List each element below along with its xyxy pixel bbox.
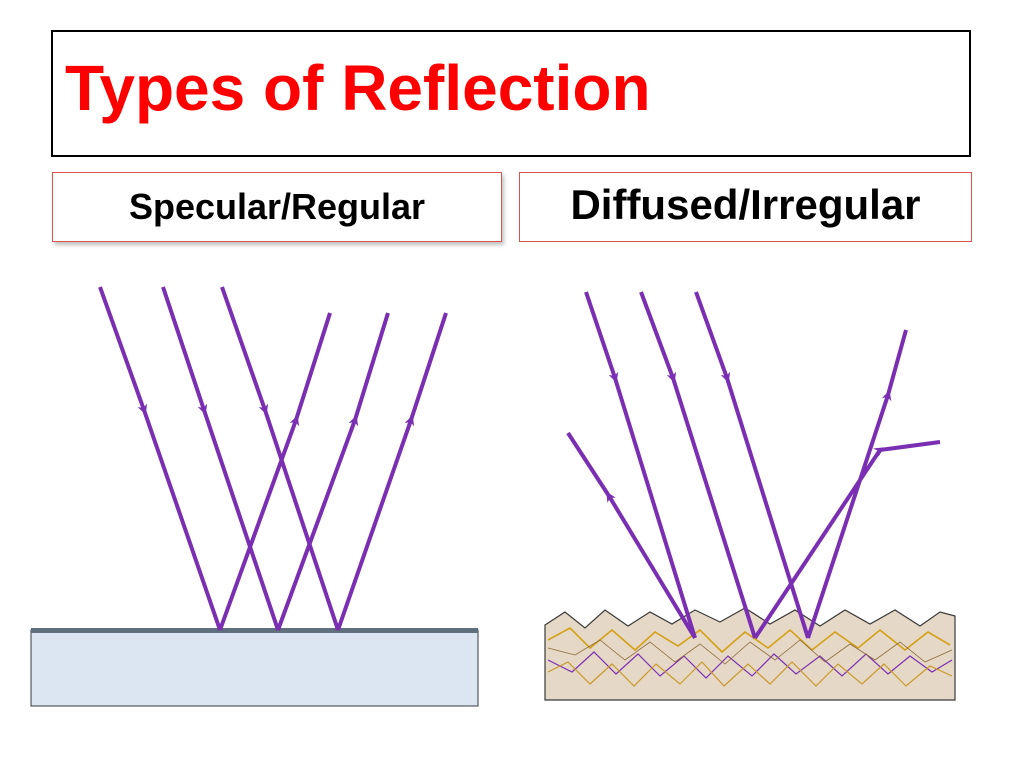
diffuse-reflected-ray-1 (566, 431, 697, 640)
diffuse-incident-ray-1 (584, 291, 697, 639)
specular-reflected-ray-3 (336, 312, 448, 631)
specular-incident-ray-3 (220, 286, 340, 631)
slide-title: Types of Reflection (65, 52, 651, 124)
specular-label: Specular/Regular (52, 172, 502, 242)
rough-surface (544, 607, 956, 701)
diffuse-incident-ray-2 (639, 291, 757, 639)
rough-texture-line-1 (547, 627, 951, 654)
specular-reflection-diagram (30, 286, 479, 707)
rough-texture-line-4 (547, 639, 953, 665)
diffuse-incident-ray-3 (694, 291, 810, 639)
title-box: Types of Reflection (51, 30, 971, 157)
specular-reflected-ray-1 (218, 312, 332, 631)
diffuse-reflected-ray-3 (806, 329, 908, 639)
specular-incident-ray-1 (98, 286, 222, 631)
specular-incident-ray-2 (161, 286, 280, 631)
flat-mirror (30, 629, 479, 707)
specular-reflected-ray-2 (276, 312, 390, 631)
flat-mirror-edge (31, 628, 478, 633)
diffused-label: Diffused/Irregular (519, 172, 972, 242)
diffuse-reflection-diagram (544, 291, 956, 701)
rough-texture-line-2 (547, 651, 953, 679)
rough-texture-line-3 (547, 661, 953, 687)
diffuse-reflected-ray-2 (753, 440, 941, 640)
